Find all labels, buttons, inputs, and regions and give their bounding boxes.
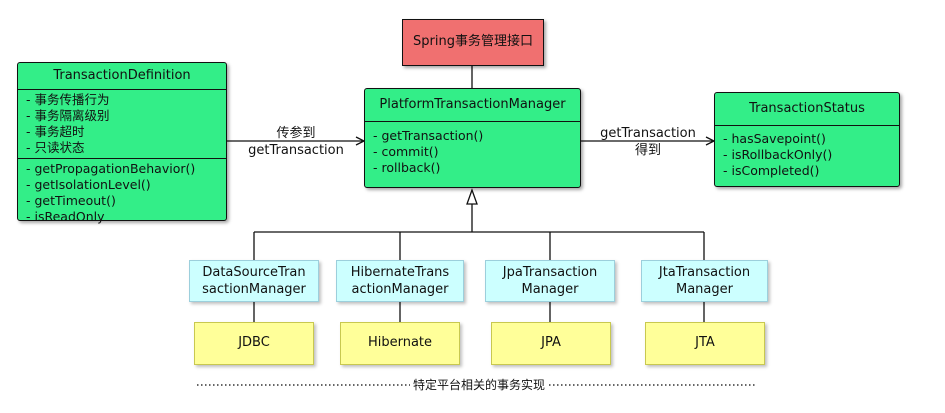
status-arrow-label: getTransaction 得到 — [590, 125, 706, 159]
label-line: 得到 — [634, 143, 661, 158]
method: - commit() — [373, 144, 439, 159]
inheritance-triangle — [466, 188, 478, 205]
footer-caption: 特定平台相关的事务实现 — [410, 377, 549, 393]
impl-name-line: actionManager — [351, 282, 449, 297]
hibernate-transaction-manager-box: HibernateTrans actionManager — [336, 260, 464, 302]
attribute: - 事务隔离级别 — [26, 108, 110, 123]
label-line: getTransaction — [600, 126, 696, 141]
label-line: 传参到 — [276, 126, 316, 141]
method-section: - hasSavepoint() - isRollbackOnly() - is… — [715, 126, 899, 181]
tech-label: JPA — [541, 335, 561, 350]
attribute: - 事务传播行为 — [26, 92, 110, 107]
tech-box-jdbc: JDBC — [194, 322, 314, 365]
class-title: TransactionStatus — [715, 93, 899, 126]
impl-name-line: JpaTransaction — [502, 265, 598, 280]
tech-box-hibernate: Hibernate — [340, 322, 460, 365]
definition-arrow-label: 传参到 getTransaction — [238, 125, 354, 159]
tech-label: JTA — [695, 335, 715, 350]
impl-name-line: Manager — [676, 282, 733, 297]
spring-interface-box: Spring事务管理接口 — [402, 19, 544, 66]
transaction-status-class: TransactionStatus - hasSavepoint() - isR… — [714, 92, 900, 187]
jta-transaction-manager-box: JtaTransaction Manager — [641, 260, 768, 302]
method: - isReadOnly — [26, 209, 105, 224]
impl-name-line: DataSourceTran — [202, 265, 306, 280]
impl-name-line: sactionManager — [202, 282, 306, 297]
impl-name-line: JtaTransaction — [658, 265, 751, 280]
method: - rollback() — [373, 160, 441, 175]
method: - getPropagationBehavior() — [26, 161, 196, 176]
method: - getTimeout() — [26, 193, 116, 208]
method-section: - getTransaction() - commit() - rollback… — [365, 122, 580, 178]
impl-name-line: HibernateTrans — [350, 265, 450, 280]
attribute-section: - 事务传播行为 - 事务隔离级别 - 事务超时 - 只读状态 — [18, 90, 226, 158]
method-section: - getPropagationBehavior() - getIsolatio… — [18, 158, 226, 227]
label-line: getTransaction — [248, 143, 344, 158]
spring-interface-label: Spring事务管理接口 — [413, 34, 533, 49]
method: - isRollbackOnly() — [723, 147, 833, 162]
transaction-definition-class: TransactionDefinition - 事务传播行为 - 事务隔离级别 … — [17, 62, 227, 224]
method: - getTransaction() — [373, 128, 484, 143]
attribute: - 只读状态 — [26, 140, 85, 155]
class-title: PlatformTransactionManager — [365, 89, 580, 122]
class-title: TransactionDefinition — [18, 63, 226, 90]
tech-box-jpa: JPA — [491, 322, 611, 365]
tech-box-jta: JTA — [645, 322, 765, 365]
method: - isCompleted() — [723, 163, 820, 178]
method: - getIsolationLevel() — [26, 177, 151, 192]
tech-label: JDBC — [238, 335, 270, 350]
platform-transaction-manager-class: PlatformTransactionManager - getTransact… — [364, 88, 581, 188]
tech-label: Hibernate — [367, 335, 433, 350]
datasource-transaction-manager-box: DataSourceTran sactionManager — [189, 260, 319, 302]
attribute: - 事务超时 — [26, 124, 85, 139]
jpa-transaction-manager-box: JpaTransaction Manager — [485, 260, 615, 302]
impl-name-line: Manager — [521, 282, 579, 297]
method: - hasSavepoint() — [723, 131, 826, 146]
